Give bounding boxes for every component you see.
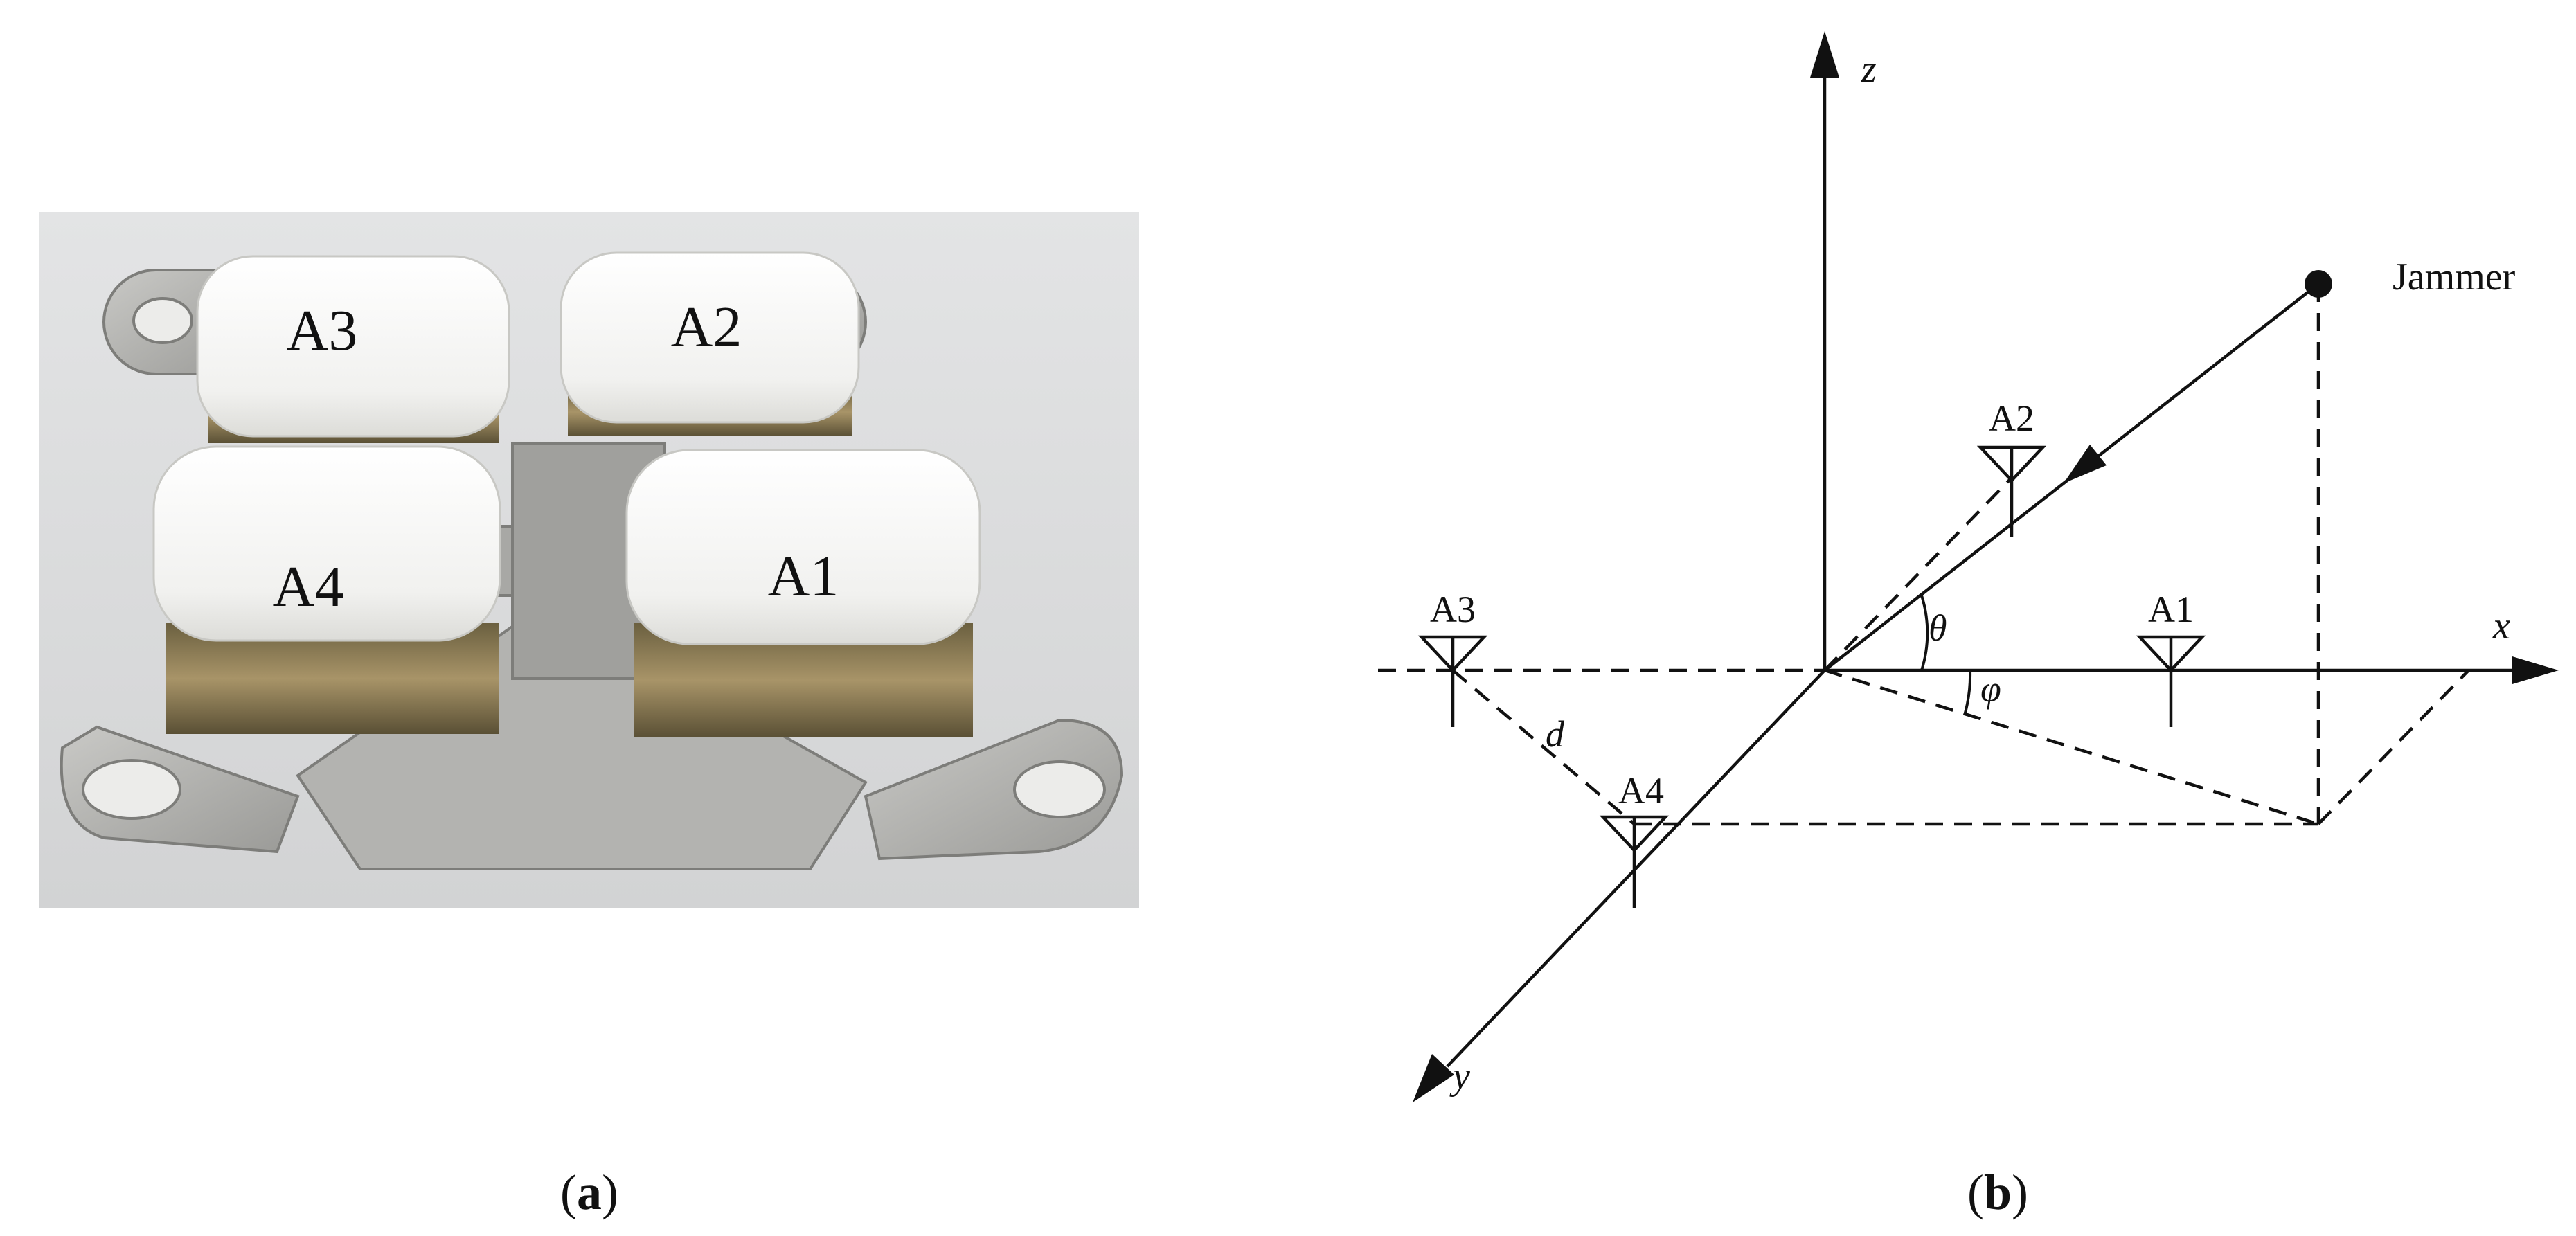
antenna-symbol-a2 xyxy=(1976,445,2047,537)
theta-label: θ xyxy=(1929,607,1947,649)
mount-hole xyxy=(132,297,193,344)
mount-hole xyxy=(1013,760,1106,818)
jammer-projection-ground xyxy=(1824,668,2319,826)
photo-panel: A3 A2 A4 A1 xyxy=(39,212,1139,908)
x-axis-label: x xyxy=(2492,604,2510,647)
y-axis-arrowhead xyxy=(1413,1054,1454,1102)
geometry-diagram xyxy=(1378,31,2559,1102)
z-axis-label: z xyxy=(1861,48,1877,91)
antenna-module-a1: A1 xyxy=(625,449,981,737)
module-label-a2: A2 xyxy=(671,295,742,359)
phi-label: φ xyxy=(1980,668,2001,710)
jammer-point xyxy=(2305,270,2332,298)
antenna-module-a4: A4 xyxy=(152,445,501,734)
antenna-module-a3: A3 xyxy=(196,255,510,443)
diagram-labels: z x y A1 A2 A3 A4 d θ φ Jammer xyxy=(1430,48,2516,1098)
spacing-label: d xyxy=(1546,713,1565,755)
caption-a: (a) xyxy=(560,1165,618,1220)
module-label-a1: A1 xyxy=(768,544,839,609)
antenna-label-a4: A4 xyxy=(1618,770,1664,812)
mount-base-plate xyxy=(296,600,868,870)
incidence-arrowhead xyxy=(2064,445,2107,483)
antenna-symbol-a3 xyxy=(1417,635,1488,727)
mount-leg-front-right xyxy=(864,718,1124,861)
antenna-label-a2: A2 xyxy=(1989,397,2034,439)
caption-b: (b) xyxy=(1967,1165,2028,1220)
module-label-a4: A4 xyxy=(273,555,344,619)
x-axis-arrowhead xyxy=(2512,656,2559,684)
antenna-symbol-a1 xyxy=(2136,635,2206,727)
phi-arc xyxy=(1963,670,1972,716)
antenna-module-a2: A2 xyxy=(560,251,860,436)
z-axis-arrowhead xyxy=(1810,31,1839,78)
module-label-a3: A3 xyxy=(287,298,358,363)
antenna-label-a1: A1 xyxy=(2148,589,2194,630)
antenna-label-a3: A3 xyxy=(1430,589,1476,630)
mount-hole xyxy=(82,759,181,820)
projection-line-x xyxy=(2317,669,2470,825)
antenna-symbol-a4 xyxy=(1599,815,1670,908)
theta-arc xyxy=(1920,595,1929,671)
y-axis xyxy=(1446,669,1826,1068)
a3-to-a4-spacing xyxy=(1451,669,1636,825)
origin-to-a2 xyxy=(1823,476,2013,672)
jammer-label: Jammer xyxy=(2392,256,2516,298)
y-axis-label: y xyxy=(1449,1055,1470,1098)
